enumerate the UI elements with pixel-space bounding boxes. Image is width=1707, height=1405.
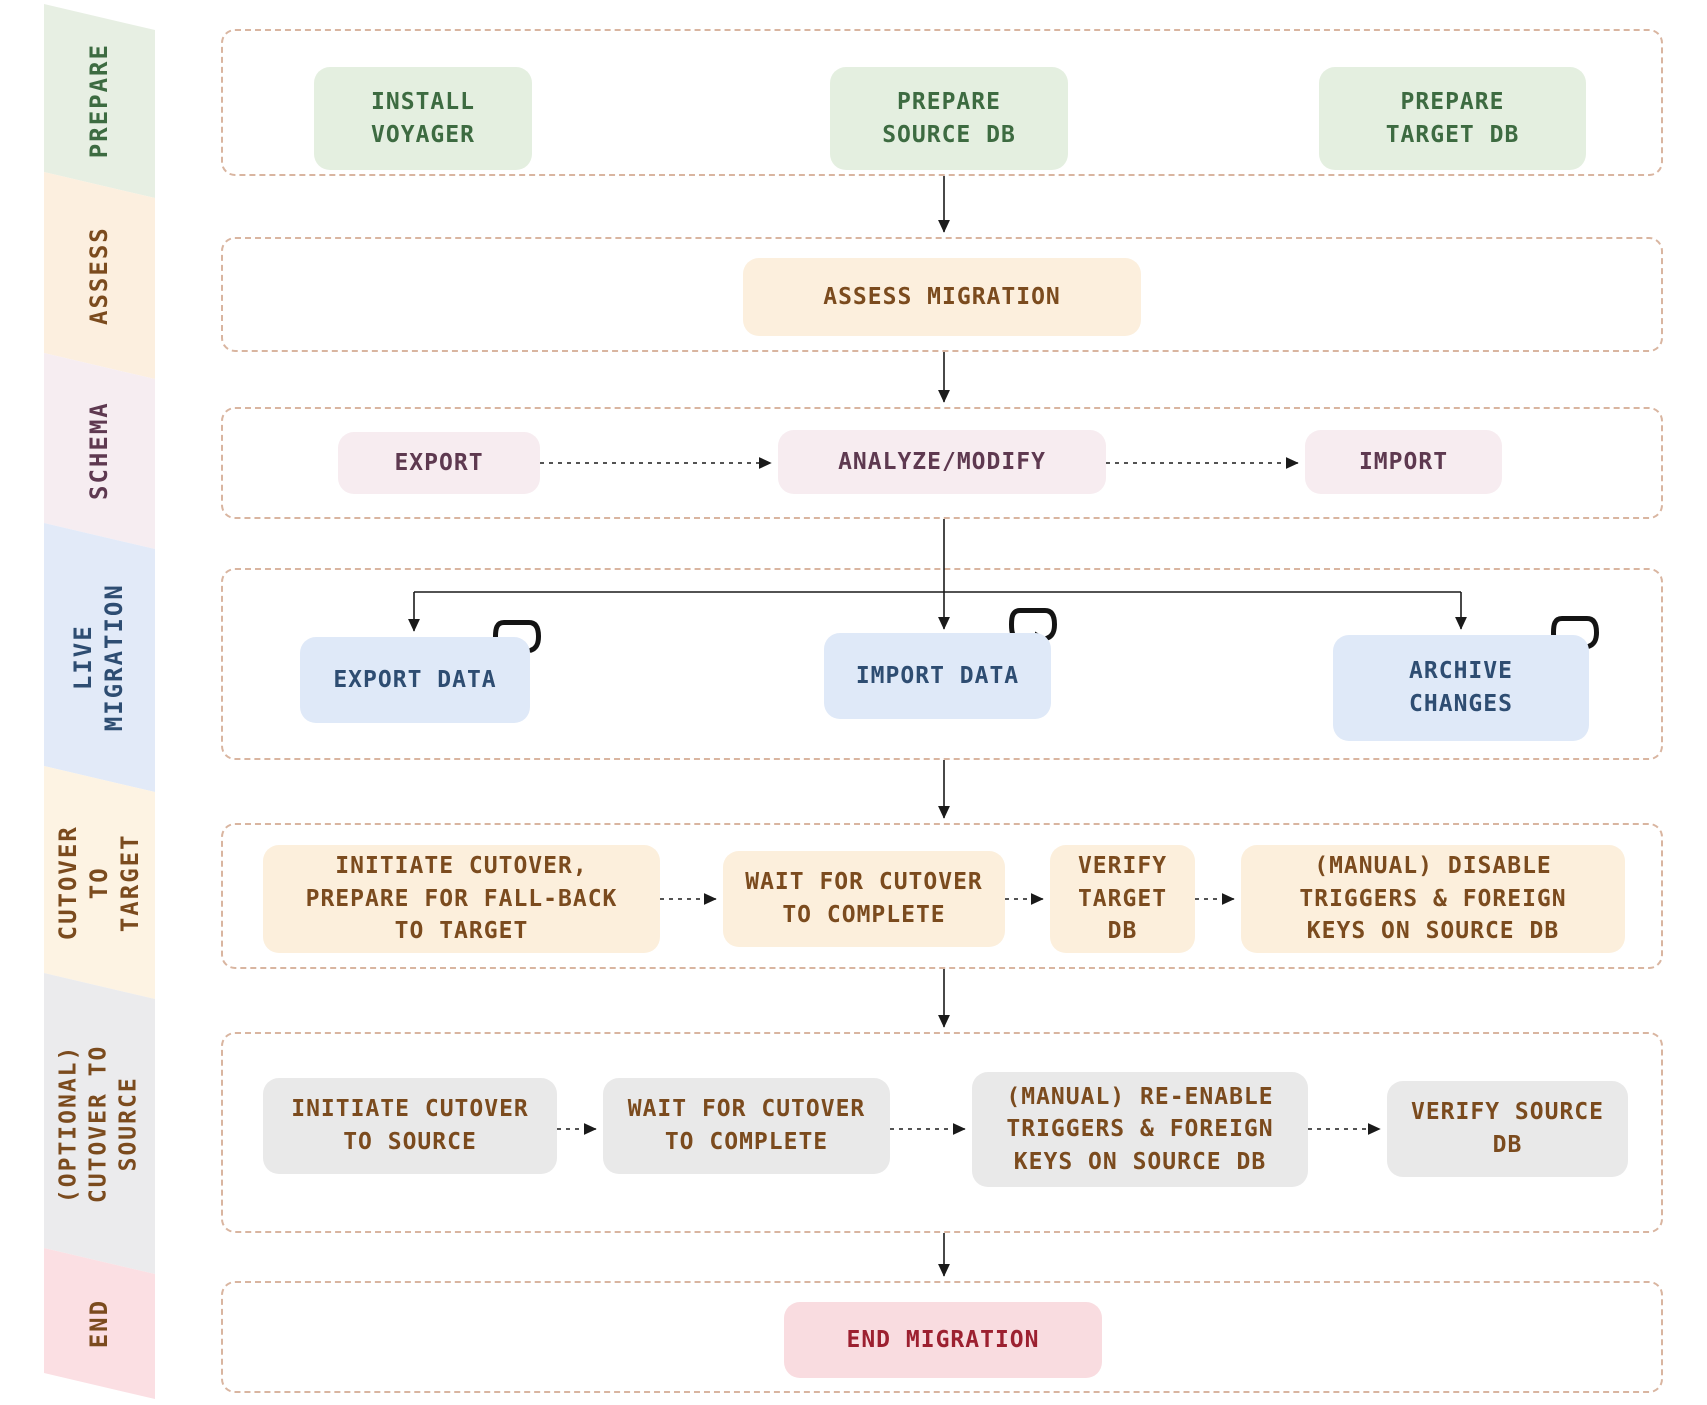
node-label: VERIFY SOURCE DB <box>1410 1099 1604 1158</box>
node-reenable-triggers-source-db: (MANUAL) RE-ENABLE TRIGGERS & FOREIGN KE… <box>972 1072 1308 1187</box>
node-import-schema: IMPORT <box>1305 430 1502 494</box>
lane-schema <box>221 407 1663 519</box>
sidebar-label-end: END <box>84 1298 113 1349</box>
node-end-migration: END MIGRATION <box>784 1302 1102 1378</box>
node-label: END MIGRATION <box>846 1326 1040 1353</box>
node-initiate-cutover-to-source: INITIATE CUTOVER TO SOURCE <box>263 1078 557 1174</box>
lane-optional-cutover-to-source <box>221 1032 1663 1233</box>
sidebar-label-live-migration: LIVE MIGRATION <box>69 583 129 732</box>
node-label: IMPORT <box>1358 448 1449 475</box>
node-prepare-target-db: PREPARE TARGET DB <box>1319 67 1586 170</box>
sidebar-band-cutover-to-target: CUTOVER TO TARGET <box>44 766 155 1000</box>
node-wait-for-cutover-target: WAIT FOR CUTOVER TO COMPLETE <box>723 851 1005 947</box>
sidebar-label-prepare: PREPARE <box>84 43 113 159</box>
sidebar-label-assess: ASSESS <box>84 226 113 325</box>
node-disable-triggers-source-db: (MANUAL) DISABLE TRIGGERS & FOREIGN KEYS… <box>1241 845 1625 953</box>
sidebar-band-live-migration: LIVE MIGRATION <box>44 523 155 793</box>
lane-cutover-to-target <box>221 823 1663 969</box>
node-label: IMPORT DATA <box>855 662 1020 689</box>
node-label: INSTALL VOYAGER <box>371 88 475 148</box>
node-label: EXPORT DATA <box>333 666 497 693</box>
node-export-data: EXPORT DATA <box>300 637 530 723</box>
node-install-voyager: INSTALL VOYAGER <box>314 67 532 170</box>
lane-assess <box>221 237 1663 352</box>
sidebar-label-cutover-to-target: CUTOVER TO TARGET <box>53 824 145 941</box>
sidebar-band-prepare: PREPARE <box>44 4 155 199</box>
node-archive-changes: ARCHIVE CHANGES <box>1333 635 1589 741</box>
stage-sidebar: PREPARE ASSESS SCHEMA LIVE MIGRATION CUT… <box>44 0 155 1405</box>
sidebar-band-assess: ASSESS <box>44 172 155 380</box>
node-export-schema: EXPORT <box>338 432 540 494</box>
node-label: ARCHIVE CHANGES <box>1409 658 1513 717</box>
node-label: WAIT FOR CUTOVER TO COMPLETE <box>745 869 983 928</box>
node-label: WAIT FOR CUTOVER TO COMPLETE <box>627 1096 866 1155</box>
sidebar-band-optional-cutover-to-source: (OPTIONAL) CUTOVER TO SOURCE <box>44 973 155 1275</box>
node-label: PREPARE SOURCE DB <box>882 88 1016 148</box>
node-verify-target-db: VERIFY TARGET DB <box>1050 845 1195 953</box>
node-initiate-cutover-to-target: INITIATE CUTOVER, PREPARE FOR FALL-BACK … <box>263 845 660 953</box>
node-label: VERIFY TARGET DB <box>1077 853 1168 945</box>
node-prepare-source-db: PREPARE SOURCE DB <box>830 67 1068 170</box>
node-label: ANALYZE/MODIFY <box>838 448 1046 475</box>
sidebar-label-schema: SCHEMA <box>84 401 113 501</box>
node-label: PREPARE TARGET DB <box>1385 88 1520 148</box>
node-label: ASSESS MIGRATION <box>823 283 1061 310</box>
node-label: EXPORT <box>394 449 484 476</box>
node-import-data: IMPORT DATA <box>824 633 1051 719</box>
node-label: (MANUAL) RE-ENABLE TRIGGERS & FOREIGN KE… <box>1006 1083 1274 1175</box>
lane-prepare <box>221 29 1663 176</box>
lane-end <box>221 1281 1663 1393</box>
node-label: INITIATE CUTOVER, PREPARE FOR FALL-BACK … <box>305 853 618 945</box>
lane-live-migration <box>221 568 1663 760</box>
node-wait-for-cutover-source: WAIT FOR CUTOVER TO COMPLETE <box>603 1078 890 1174</box>
node-analyze-modify-schema: ANALYZE/MODIFY <box>778 430 1106 494</box>
sidebar-band-end: END <box>44 1248 155 1400</box>
node-assess-migration: ASSESS MIGRATION <box>743 258 1141 336</box>
sidebar-band-schema: SCHEMA <box>44 353 155 550</box>
node-label: (MANUAL) DISABLE TRIGGERS & FOREIGN KEYS… <box>1299 853 1567 945</box>
node-label: INITIATE CUTOVER TO SOURCE <box>291 1096 529 1155</box>
sidebar-label-optional-cutover-to-source: (OPTIONAL) CUTOVER TO SOURCE <box>55 1044 142 1203</box>
node-verify-source-db: VERIFY SOURCE DB <box>1387 1081 1628 1177</box>
